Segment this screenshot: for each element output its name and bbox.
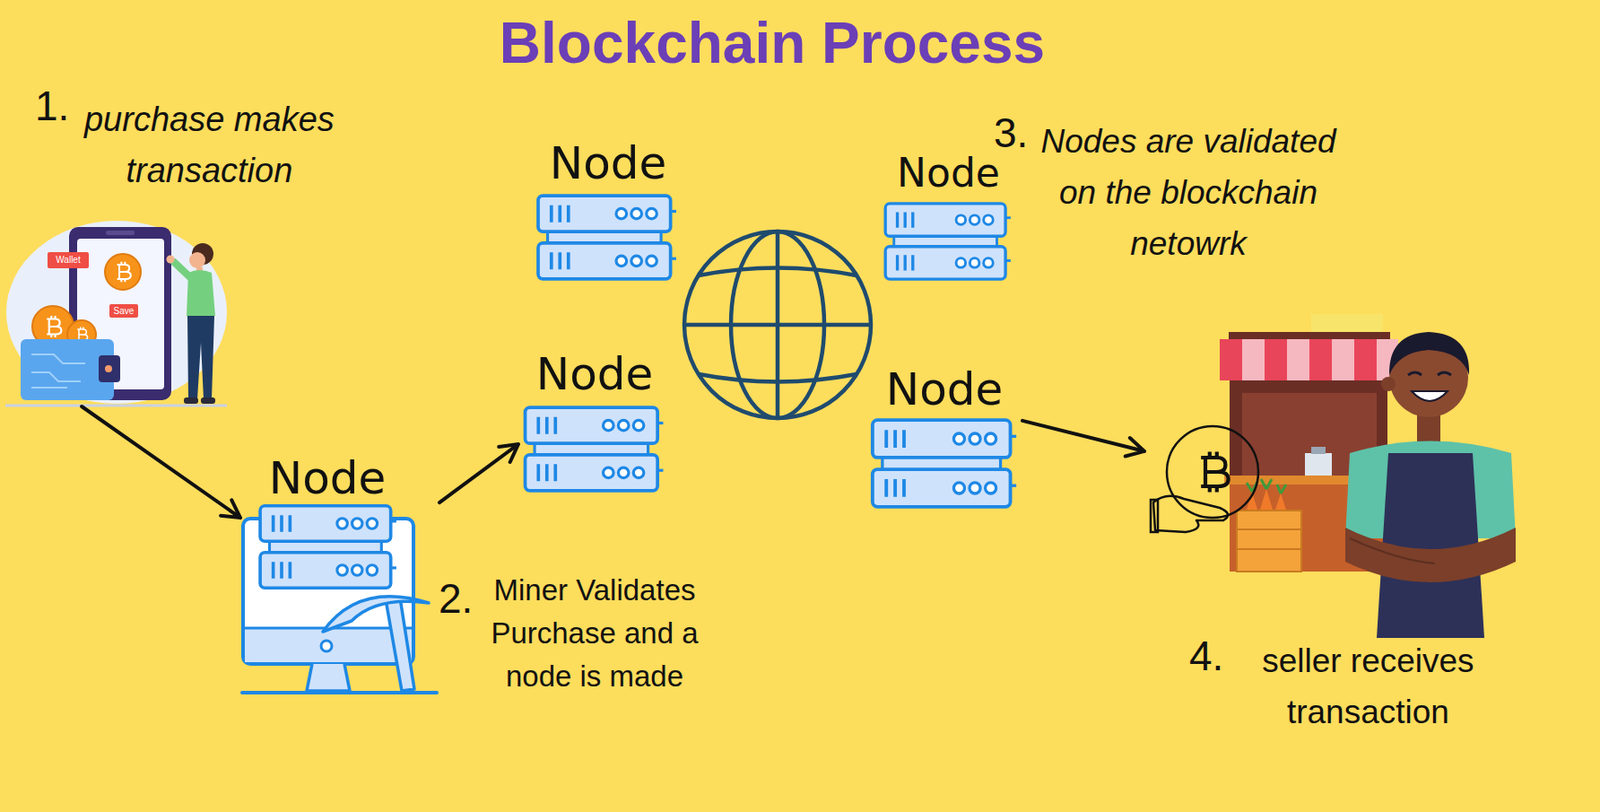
flow-arrow: [81, 406, 241, 518]
step-node: 4.seller receives transaction: [1144, 309, 1531, 740]
seller-illustration: [1150, 313, 1516, 638]
label-wrap: Wallet: [47, 252, 89, 269]
node-label: Node: [269, 455, 387, 501]
step-text: purchase makes transaction: [74, 94, 344, 197]
callout-number: 3.: [993, 112, 1028, 154]
diagram-title: Blockchain Process: [413, 14, 1131, 72]
buyer-illustration: [5, 220, 227, 406]
node-label: Node: [549, 140, 668, 186]
server-icon: [538, 195, 677, 279]
callout-number: 1.: [34, 85, 70, 127]
label-wrap: Save: [109, 304, 139, 318]
step-text: Miner Validates Purchase and a node is m…: [473, 568, 716, 698]
step-text: seller receives transaction: [1233, 634, 1503, 738]
label-wrap: 2.: [438, 577, 473, 619]
server-icon: [872, 419, 1017, 507]
callout-number: 2.: [438, 577, 473, 619]
flow-arrow: [1022, 420, 1145, 457]
server-icon: [885, 203, 1011, 279]
server-node: Node: [240, 455, 440, 698]
title-wrap: Blockchain Process: [413, 14, 1131, 72]
node-label: Node: [886, 366, 1004, 412]
step-row: 4.seller receives transaction: [1189, 634, 1531, 738]
flow-arrow: [439, 443, 519, 503]
miner-computer: [242, 505, 437, 693]
server-node: Node: [518, 351, 671, 496]
label-wrap: Miner Validates Purchase and a node is m…: [473, 568, 716, 698]
server-node: Node: [530, 140, 686, 285]
node-label: Node: [896, 153, 1000, 193]
step-text: Nodes are validated on the blockchain ne…: [1022, 115, 1355, 270]
server-node: Node: [866, 366, 1023, 513]
button-text: Wallet: [47, 252, 89, 269]
step-node: 1.purchase makes transaction: [5, 85, 347, 407]
label-wrap: 3.: [993, 112, 1028, 154]
globe-icon: [684, 231, 871, 418]
step-row: 1.purchase makes transaction: [34, 85, 347, 197]
node-label: Node: [536, 351, 654, 397]
callout-number: 4.: [1189, 634, 1224, 677]
button-text: Save: [109, 304, 139, 318]
server-icon: [525, 407, 664, 491]
label-wrap: Nodes are validated on the blockchain ne…: [1022, 115, 1355, 270]
server-node: Node: [878, 153, 1018, 285]
